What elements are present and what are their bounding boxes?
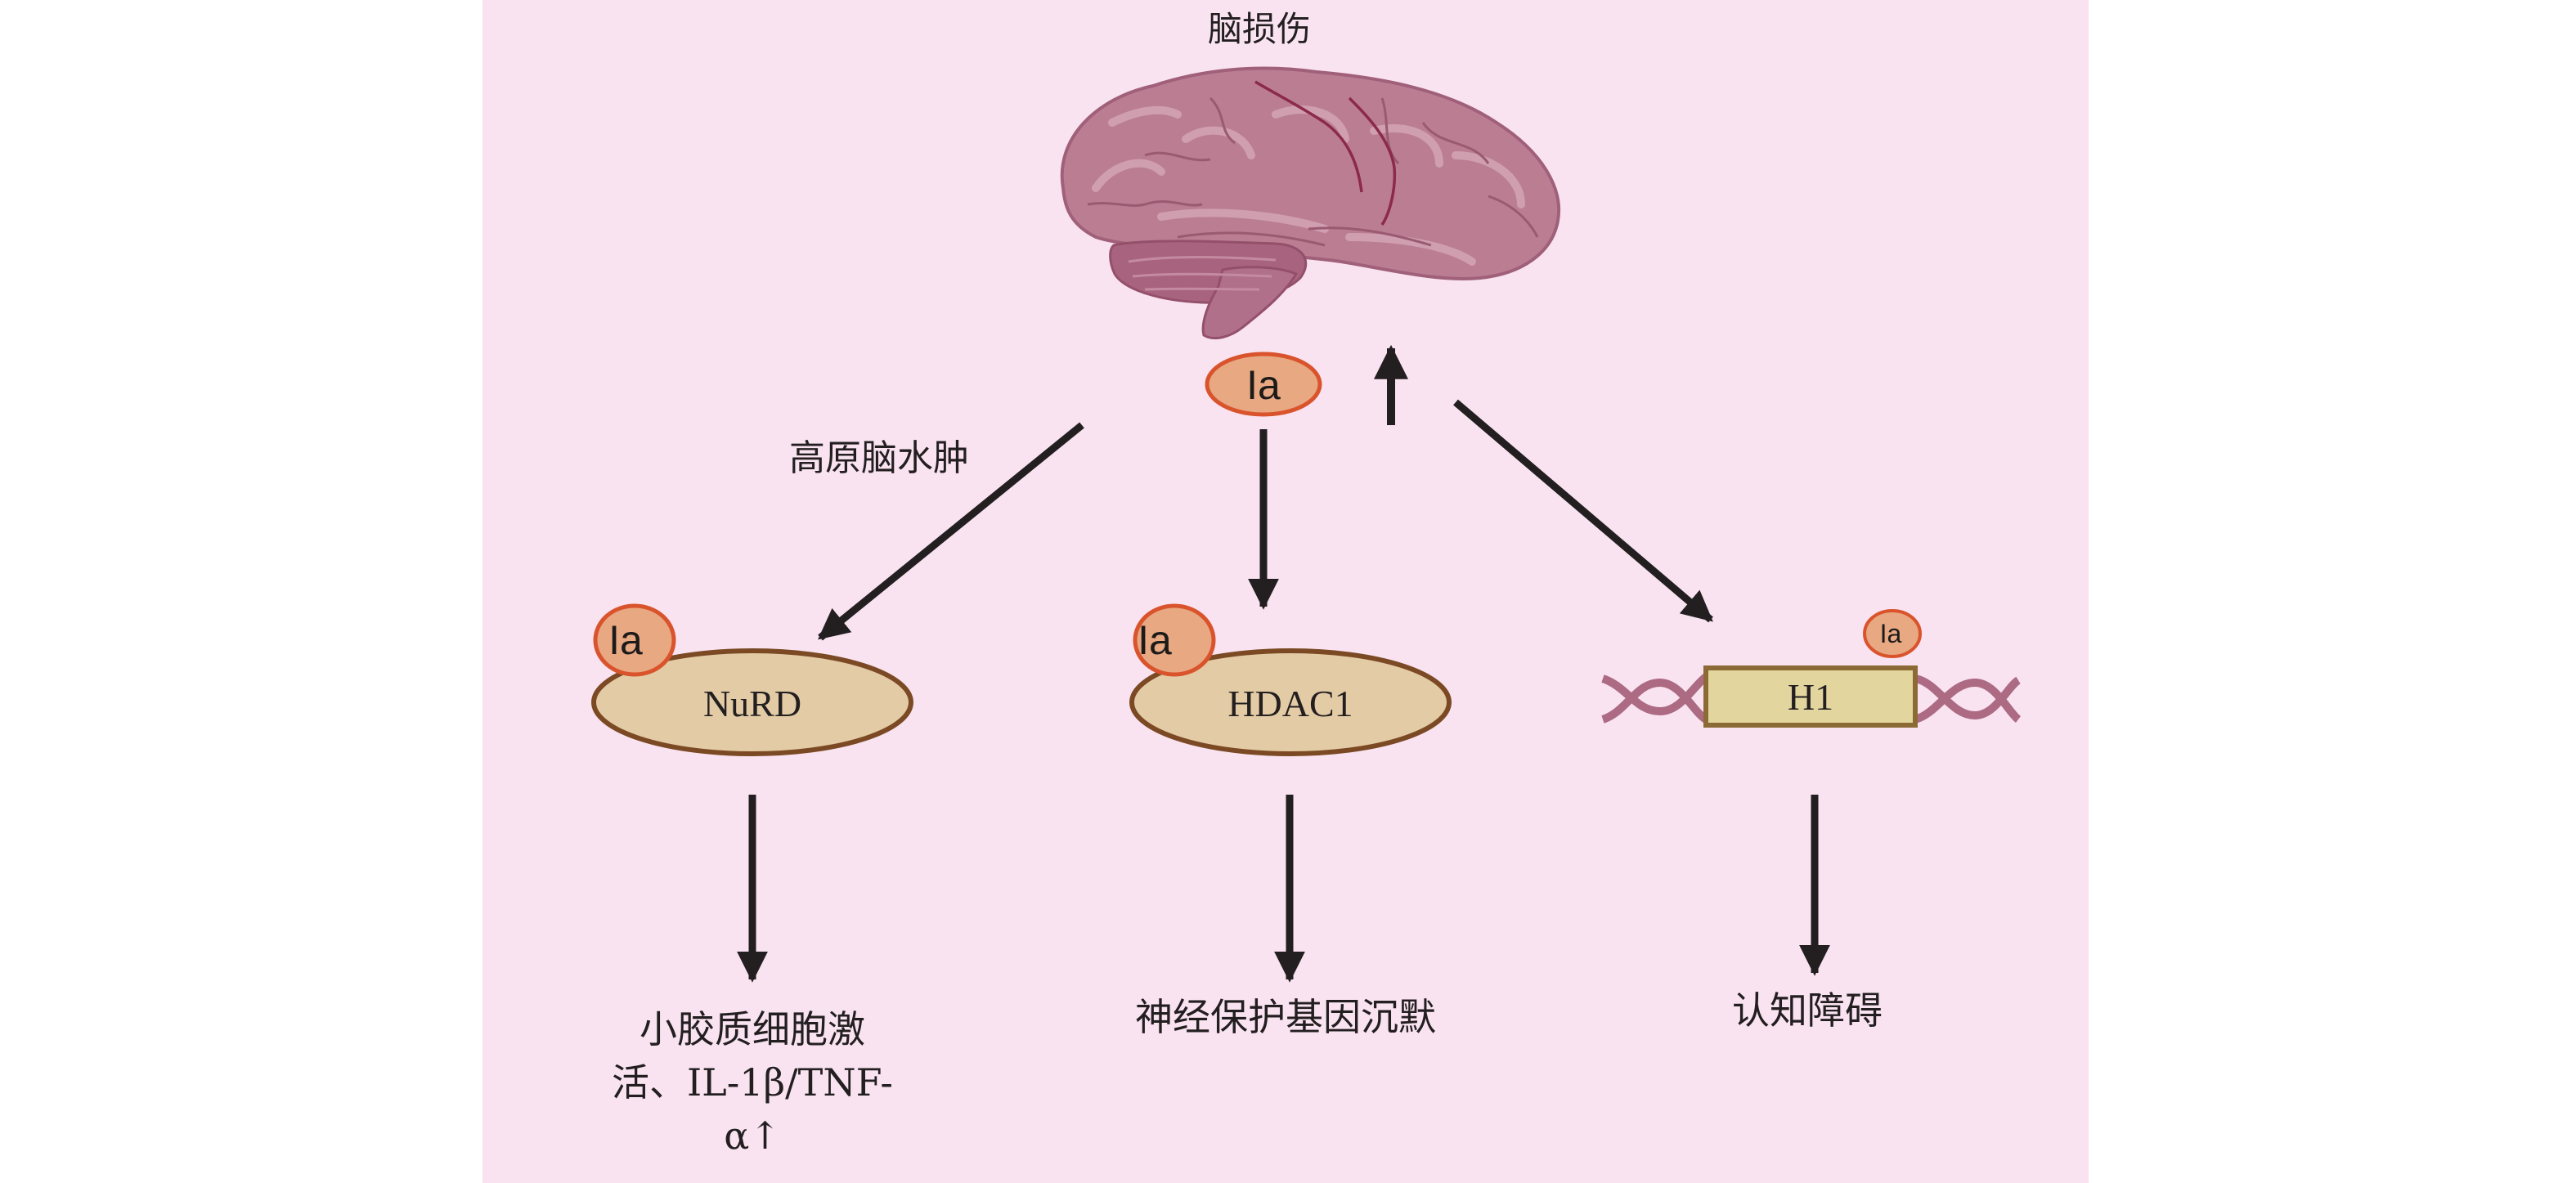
edge-label-hape: 高原脑水肿 — [789, 437, 969, 479]
h1-lactate-label: Ia — [1880, 619, 1902, 648]
h1-lactate-badge — [1863, 609, 1922, 658]
outcome-nurd-line-1: 小胶质细胞激 — [640, 1007, 865, 1051]
cerebellum-folia — [1128, 256, 1277, 291]
nurd-lactate-badge — [593, 603, 676, 677]
brain-sulci — [1087, 96, 1539, 247]
arrow-to-h1 — [1453, 399, 1713, 623]
h1-node: H1 Ia — [1601, 609, 2022, 728]
outcome-nurd-line-3: α↑ — [724, 1114, 781, 1158]
outcome-h1: 认知障碍 — [1732, 988, 1883, 1033]
dna-strand-icon — [1601, 674, 2022, 724]
nurd-ellipse — [591, 648, 913, 756]
hdac1-lactate-label: Ia — [1138, 617, 1172, 663]
hdac1-lactate-badge — [1133, 603, 1216, 677]
nurd-lactate-label: Ia — [608, 617, 643, 663]
nurd-label: NuRD — [703, 683, 801, 724]
outcome-hdac1: 神经保护基因沉默 — [1135, 995, 1436, 1039]
hdac1-label: HDAC1 — [1227, 683, 1353, 724]
brain-stem — [1201, 266, 1299, 340]
nurd-node: NuRD Ia — [591, 603, 913, 756]
hdac1-node: HDAC1 Ia — [1129, 603, 1452, 756]
title-brain-injury: 脑损伤 — [1208, 9, 1311, 49]
brain-central-sulcus — [1254, 80, 1397, 226]
hdac1-ellipse — [1129, 648, 1452, 756]
outcome-nurd-line-2: 活、IL-1β/TNF- — [612, 1060, 893, 1105]
h1-label: H1 — [1788, 676, 1833, 718]
source-lactate-label: Ia — [1246, 362, 1281, 408]
outcome-nurd: 小胶质细胞激 活、IL-1β/TNF- α↑ — [612, 1007, 893, 1158]
h1-rect — [1703, 665, 1918, 728]
arrow-to-nurd — [818, 422, 1084, 641]
brain-icon — [1060, 66, 1561, 340]
source-lactate-badge: Ia — [1205, 352, 1322, 417]
